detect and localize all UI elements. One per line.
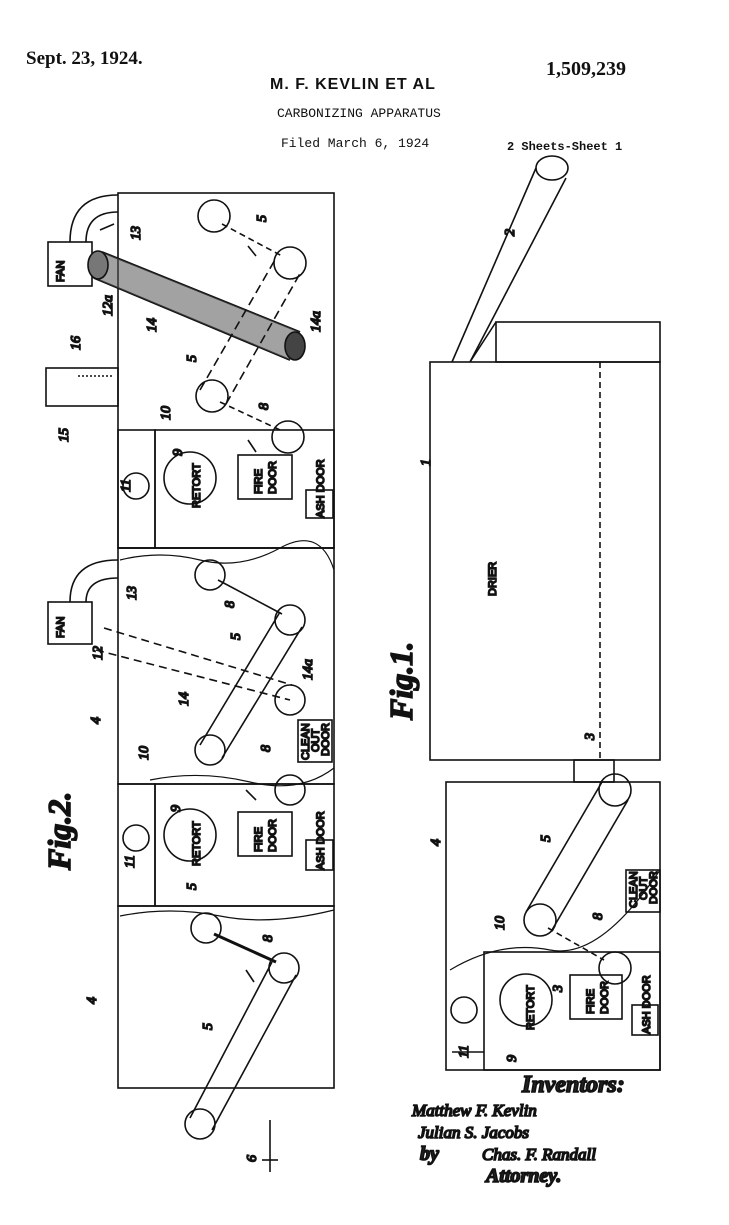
signature-by: by bbox=[420, 1143, 439, 1165]
fig2-ref-14a: 14a bbox=[309, 311, 324, 332]
fig1-retort bbox=[499, 973, 553, 1027]
fig1-furnace bbox=[483, 951, 661, 1071]
fig2-ref-8b: 8 bbox=[223, 601, 238, 608]
fig2-clean-out-label-a: CLEAN bbox=[300, 723, 312, 760]
fig2-ash-door-1 bbox=[305, 489, 334, 519]
fig2-fan-label-1: FAN bbox=[55, 261, 67, 282]
fig2-retort-label-2: RETORT bbox=[191, 821, 203, 866]
fig2-furnace-1 bbox=[154, 429, 335, 549]
fig2-ash-door-label-1: ASH DOOR bbox=[315, 459, 327, 518]
fig2-fire-door-label-1a: FIRE bbox=[253, 469, 265, 494]
fig2-ref-9b: 9 bbox=[169, 805, 184, 812]
fig1-ref-9: 9 bbox=[505, 1055, 520, 1062]
fig1-fire-door-label-a: FIRE bbox=[585, 989, 597, 1014]
fig2-clean-out-door bbox=[297, 719, 333, 763]
fig2-drier-box bbox=[117, 192, 335, 549]
fig1-ref-10: 10 bbox=[493, 916, 508, 930]
fig2-ref-16: 16 bbox=[69, 336, 84, 350]
fig2-ref-10a: 10 bbox=[159, 406, 174, 420]
fig2-ref-12a: 12a bbox=[101, 295, 116, 316]
fig2-stack bbox=[45, 367, 119, 407]
fig2-clean-out-label-c: DOOR bbox=[320, 723, 332, 756]
fig2-caption: Fig.2. bbox=[41, 792, 77, 871]
fig2-ref-14: 14 bbox=[145, 318, 160, 332]
fig2-fan-label-2: FAN bbox=[55, 617, 67, 638]
fig2-ref-5a: 5 bbox=[255, 215, 270, 222]
patent-number: 1,509,239 bbox=[546, 58, 626, 80]
fig1-ash-door-label: ASH DOOR bbox=[641, 975, 653, 1034]
fig1-ash-door bbox=[631, 1004, 659, 1036]
signature-attorney: Chas. F. Randall bbox=[482, 1145, 596, 1164]
fig1-drawing bbox=[429, 155, 661, 1071]
fig1-ref-3b: 3 bbox=[551, 985, 566, 993]
fig2-ref-5b: 5 bbox=[185, 355, 200, 362]
fig2-ash-door-2 bbox=[305, 839, 334, 871]
patent-title: CARBONIZING APPARATUS bbox=[277, 106, 441, 121]
inventors-heading: Inventors: bbox=[521, 1072, 625, 1098]
fig2-ref-5d: 5 bbox=[185, 883, 200, 890]
fig2-retort-2 bbox=[163, 808, 217, 862]
fig1-ref-8: 8 bbox=[591, 913, 606, 920]
fig2-ref-5e: 5 bbox=[201, 1023, 216, 1030]
fig2-ref-13a: 13 bbox=[129, 226, 144, 240]
fig1-ref-5: 5 bbox=[539, 835, 554, 842]
fig2-ref-14a-b: 14a bbox=[301, 659, 316, 680]
fig2-duct-2 bbox=[69, 559, 119, 603]
fig1-clean-out-label-b: OUT bbox=[638, 877, 650, 901]
fig2-ref-14b: 14 bbox=[177, 692, 192, 706]
fig2-ref-15: 15 bbox=[57, 428, 72, 442]
fig2-ref-4a: 4 bbox=[89, 717, 104, 724]
fig1-clean-out-label-c: DOOR bbox=[648, 871, 660, 904]
fig2-duct-1 bbox=[69, 194, 119, 243]
fig2-ref-5c: 5 bbox=[229, 633, 244, 640]
fig2-furnace-2 bbox=[154, 783, 335, 907]
fig1-fire-door bbox=[569, 974, 623, 1020]
fig1-clean-out-label-a: CLEAN bbox=[628, 871, 640, 908]
fig1-ref-3a: 3 bbox=[583, 733, 598, 741]
signature-inventor-2: Julian S. Jacobs bbox=[418, 1123, 529, 1142]
fig1-drier-label: DRIER bbox=[487, 562, 499, 596]
fig1-ref-2: 2 bbox=[503, 229, 518, 236]
fig1-caption: Fig.1. bbox=[383, 642, 419, 721]
fig1-hopper bbox=[495, 321, 661, 363]
fig1-ref-4: 4 bbox=[429, 839, 444, 846]
patent-date: Sept. 23, 1924. bbox=[26, 48, 143, 69]
fig1-ref-11: 11 bbox=[457, 1045, 472, 1058]
fig2-drawing bbox=[45, 192, 335, 1172]
fig1-fire-door-label-b: DOOR bbox=[599, 981, 611, 1014]
fig2-ref-9a: 9 bbox=[171, 449, 186, 456]
fig1-drier-box bbox=[429, 361, 661, 761]
attorney-label: Attorney. bbox=[484, 1165, 561, 1187]
fig2-ref-6: 6 bbox=[245, 1155, 260, 1162]
fig1-retort-box bbox=[445, 781, 661, 1071]
fig2-fire-door-1 bbox=[237, 454, 293, 500]
fig2-clean-out-label-b: OUT bbox=[310, 729, 322, 753]
fig2-ref-11a: 11 bbox=[119, 479, 134, 492]
fig2-ref-8c: 8 bbox=[259, 745, 274, 752]
fig1-retort-label: RETORT bbox=[525, 985, 537, 1030]
fig2-ref-10b: 10 bbox=[137, 746, 152, 760]
fig2-ash-door-label-2: ASH DOOR bbox=[315, 811, 327, 870]
fig2-fire-door-label-2b: DOOR bbox=[267, 819, 279, 852]
fig2-ref-4b: 4 bbox=[85, 997, 100, 1004]
fig2-retort-1 bbox=[163, 451, 217, 505]
sheet-count: 2 Sheets-Sheet 1 bbox=[507, 140, 623, 154]
fig2-ref-11b: 11 bbox=[123, 855, 138, 868]
inventor-names: M. F. KEVLIN ET AL bbox=[270, 76, 436, 93]
filing-date: Filed March 6, 1924 bbox=[281, 136, 430, 151]
fig1-ref-1: 1 bbox=[419, 459, 434, 466]
fig2-cooling-pipe bbox=[87, 250, 306, 361]
signature-inventor-1: Matthew F. Kevlin bbox=[411, 1101, 537, 1120]
fig2-fire-door-label-2a: FIRE bbox=[253, 827, 265, 852]
fig2-ref-12b: 12 bbox=[91, 646, 106, 660]
fig2-ref-8d: 8 bbox=[261, 935, 276, 942]
fig1-clean-out-door bbox=[625, 869, 661, 913]
fig2-retort-label-1: RETORT bbox=[191, 463, 203, 508]
fig2-ref-8a: 8 bbox=[257, 403, 272, 410]
fig2-fire-door-label-1b: DOOR bbox=[267, 461, 279, 494]
fig2-ref-13b: 13 bbox=[125, 586, 140, 600]
fig2-fire-door-2 bbox=[237, 811, 293, 857]
fig2-bottom-box bbox=[117, 905, 335, 1089]
